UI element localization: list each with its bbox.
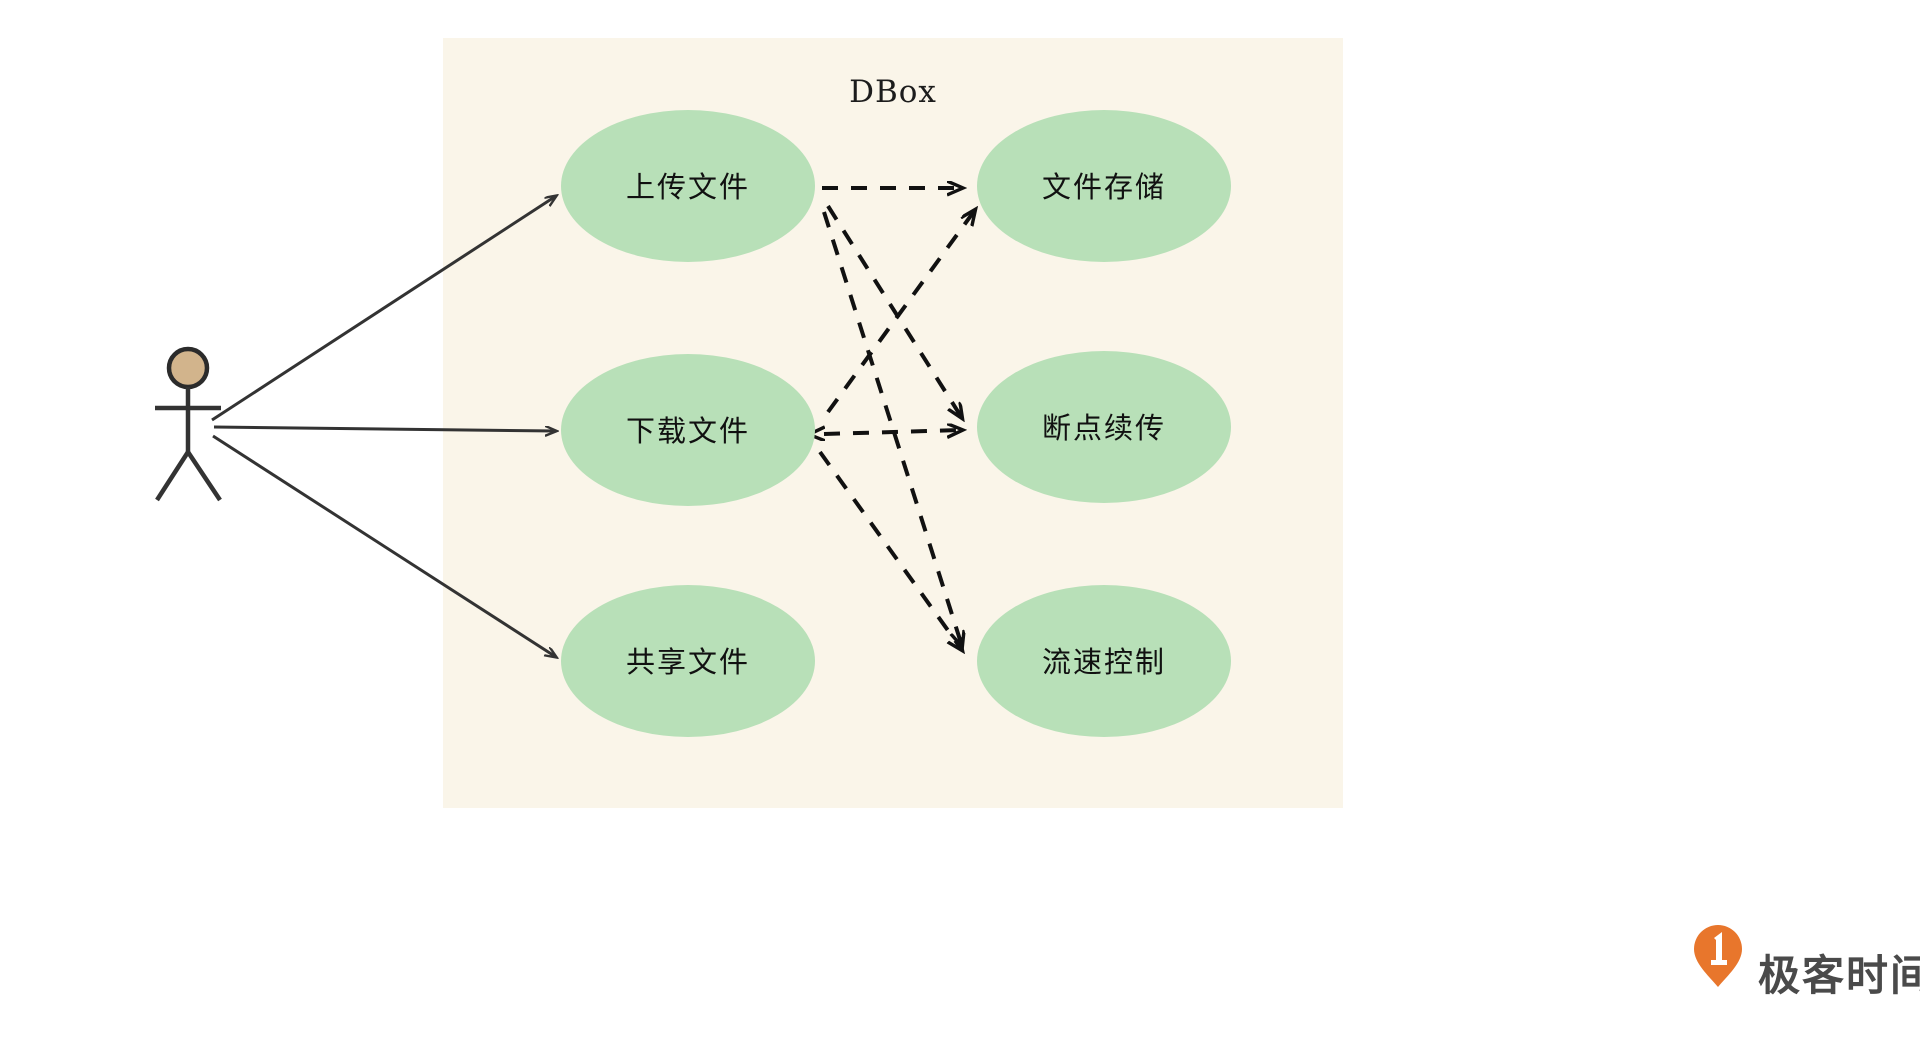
watermark-label: 极客时间 [1758, 951, 1920, 1000]
dependency-group [820, 188, 975, 650]
usecase-shape [561, 354, 815, 506]
usecase-shape [977, 110, 1231, 262]
actor-head-icon [166, 346, 210, 390]
usecase-resumable-transfer[interactable]: 断点续传 [977, 351, 1231, 503]
actor-figure[interactable] [155, 346, 222, 502]
system-title: DBox [849, 74, 937, 110]
usecase-label-share-file: 共享文件 [626, 645, 750, 679]
usecase-share-file[interactable]: 共享文件 [561, 585, 815, 737]
usecase-label-resumable-transfer: 断点续传 [1042, 411, 1166, 445]
dependency-download-to-storage[interactable] [826, 210, 975, 414]
watermark: 极客时间 [1694, 925, 1920, 1000]
association-group [211, 196, 556, 657]
usecase-rate-control[interactable]: 流速控制 [977, 585, 1231, 737]
usecase-download-file[interactable]: 下载文件 [561, 354, 815, 506]
usecase-label-file-storage: 文件存储 [1042, 170, 1166, 204]
usecase-upload-file[interactable]: 上传文件 [561, 110, 815, 262]
dependency-download-to-resumable[interactable] [824, 430, 962, 434]
usecase-shape [561, 110, 815, 262]
association-actor-to-download[interactable] [213, 425, 556, 431]
usecase-shape [977, 351, 1231, 503]
dependency-upload-to-resumable[interactable] [826, 204, 962, 418]
usecase-file-storage[interactable]: 文件存储 [977, 110, 1231, 262]
dependency-upload-to-rate[interactable] [822, 211, 962, 646]
usecase-label-rate-control: 流速控制 [1042, 645, 1166, 679]
usecase-shape [561, 585, 815, 737]
usecase-shape [977, 585, 1231, 737]
geektime-logo-icon [1694, 925, 1742, 987]
association-actor-to-share[interactable] [212, 434, 556, 657]
dependency-download-to-rate[interactable] [818, 450, 962, 650]
actor-left-leg-line [155, 450, 190, 502]
association-actor-to-upload[interactable] [211, 196, 556, 422]
usecase-label-download-file: 下载文件 [626, 414, 750, 448]
usecase-label-upload-file: 上传文件 [626, 170, 750, 204]
actor-right-leg-line [186, 450, 222, 502]
